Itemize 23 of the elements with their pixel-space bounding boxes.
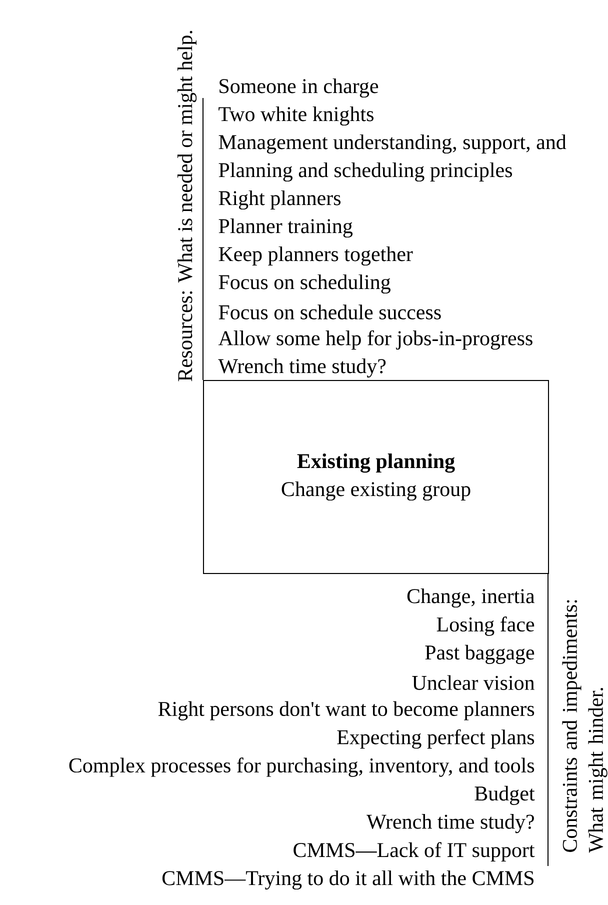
list-item: Someone in charge	[220, 78, 378, 98]
rotated-heading: Constraints and impediments: What might hinder.	[562, 600, 608, 853]
list-item: Budget	[474, 786, 535, 805]
list-item: Right persons don't want to become planners	[158, 701, 534, 720]
list-item: Complex processes for purchasing, inventory, and tools	[69, 758, 534, 777]
list-item: Past baggage	[425, 644, 534, 664]
list-item: Allow some help for jobs-in-progress	[218, 330, 532, 350]
list-item: CMMS—Trying to do it all with the CMMS	[162, 870, 534, 890]
list-item: Wrench time study?	[366, 814, 534, 834]
list-item: Expecting perfect plans	[337, 729, 534, 749]
rotated-heading: Resources: What is needed or might help.	[177, 30, 197, 382]
list-item: Management understanding, support, and	[218, 134, 566, 154]
list-item: Focus on scheduling	[218, 274, 390, 294]
list-item: Two white knights	[218, 106, 374, 126]
list-item: CMMS—Lack of IT support	[294, 842, 535, 862]
list-item: Planning and scheduling principles	[218, 162, 512, 182]
list-item: Unclear vision	[412, 675, 534, 690]
list-item: Planner training	[218, 218, 353, 238]
list-item: Keep planners together	[218, 246, 413, 266]
process-box: Existing planning Change existing group	[203, 380, 549, 574]
list-item: Losing face	[436, 616, 534, 636]
list-item: Focus on schedule success	[218, 304, 441, 320]
list-item: Right planners	[218, 190, 341, 210]
